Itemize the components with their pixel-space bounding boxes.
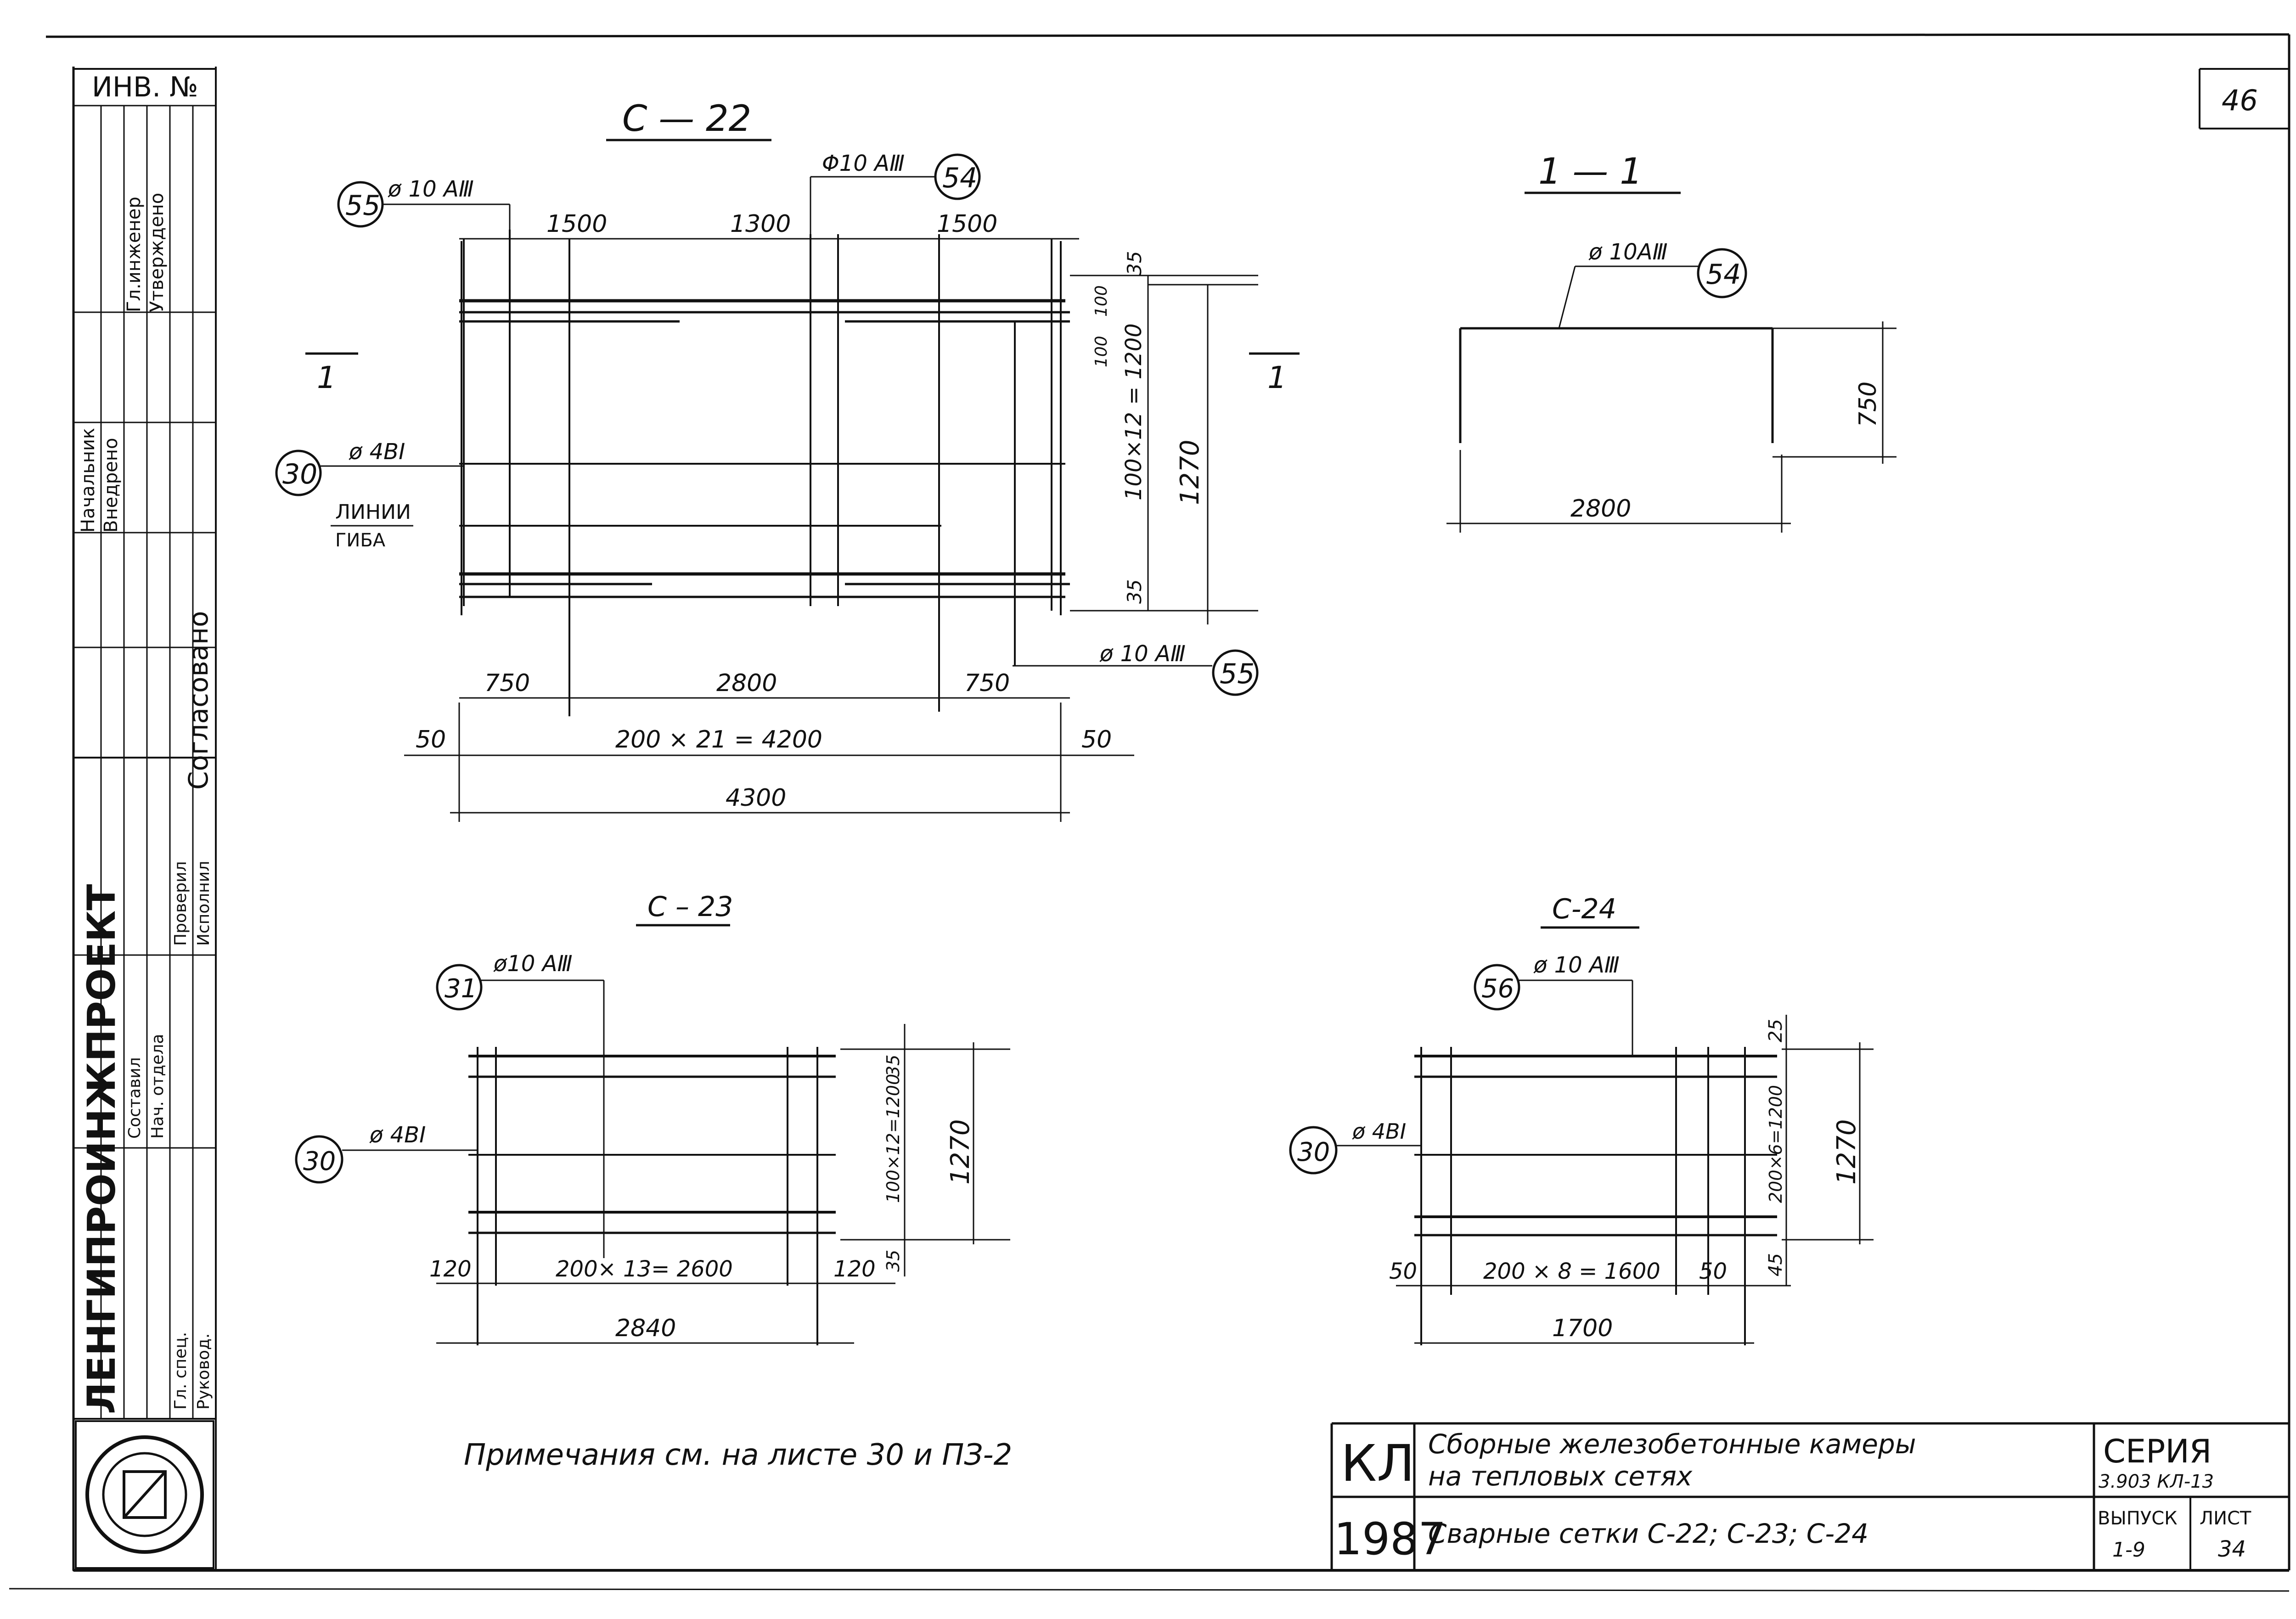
dim-bottom: 200× 13= 2600 (556, 1256, 733, 1282)
bar-label: ø 4ВⅠ (369, 1122, 426, 1148)
sheet-number-box: 46 (2199, 68, 2289, 129)
dim-right: 35 (883, 1250, 903, 1272)
series-value: 3.903 КЛ-13 (2099, 1471, 2214, 1492)
dim-right: 25 (1765, 1019, 1786, 1042)
dim-width: 2800 (1570, 495, 1631, 523)
sheet-label: ЛИСТ (2200, 1508, 2251, 1529)
dim-right-outer: 1270 (1175, 439, 1205, 505)
callout-number: 56 (1481, 974, 1514, 1004)
dim-total: 2840 (615, 1315, 676, 1342)
bar-label: ø 10АⅢ (1588, 239, 1668, 265)
approval-stamp: ИНВ. № Согласовано ЛЕНГИПРОИНЖПРОЕКТ Нач… (73, 68, 217, 1571)
callout-number: 54 (1706, 259, 1741, 291)
dim-bottom: 120 (833, 1256, 876, 1282)
dim-bottom: 50 (1389, 1259, 1417, 1284)
view-title: С-24 (1552, 893, 1616, 925)
title-year: 1987 (1334, 1513, 1446, 1565)
dim-right: 200×6=1200 (1766, 1085, 1786, 1203)
bar-label: ø 10 АⅢ (1099, 641, 1186, 667)
dim-bottom: 750 (964, 669, 1010, 697)
callout-number: 55 (1220, 658, 1255, 690)
dim-bottom: 50 (1699, 1259, 1727, 1284)
bar-label: ø 10 АⅢ (1533, 952, 1620, 978)
view-section-1-1: 1 — 1 54 ø 10АⅢ 750 2800 (1446, 151, 1896, 533)
dim-top: 1500 (546, 210, 607, 238)
callout-number: 30 (1297, 1137, 1330, 1167)
bar-label: Φ10 АⅢ (822, 151, 905, 176)
dim-bottom: 120 (429, 1256, 472, 1282)
dim-right: 100 (1092, 285, 1111, 317)
dim-bottom2: 50 (1081, 726, 1112, 753)
sheet-number: 46 (2222, 84, 2258, 117)
dim-right: 35 (1123, 579, 1146, 604)
stamp-cell: Утверждено (146, 193, 168, 312)
bend-line-label: ГИБА (335, 530, 386, 551)
callout-number: 30 (303, 1147, 336, 1176)
view-title: С — 22 (622, 98, 751, 140)
dim-right-outer: 1270 (945, 1119, 975, 1185)
issue-value: 1-9 (2112, 1538, 2145, 1562)
dim-height: 750 (1854, 382, 1882, 427)
callout-number: 31 (445, 974, 477, 1004)
callout-number: 30 (282, 458, 317, 490)
view-c24: С-24 56 ø 10 АⅢ 30 ø 4ВⅠ 25 200×6=1200 4… (1289, 893, 1874, 1345)
stamp-cell: Гл. спец. (171, 1332, 190, 1410)
bend-line-label: ЛИНИИ (335, 500, 411, 524)
dim-bottom2: 50 (416, 726, 446, 753)
section-mark-right: 1 (1267, 360, 1287, 395)
dim-total: 4300 (726, 784, 786, 812)
dim-right: 100×12 = 1200 (1121, 323, 1147, 500)
dim-bottom2: 200 × 21 = 4200 (615, 726, 822, 753)
stamp-cell: Составил (125, 1057, 144, 1139)
dim-right: 45 (1765, 1253, 1786, 1276)
dim-right: 100 (1092, 336, 1111, 367)
view-title: 1 — 1 (1538, 151, 1643, 192)
title-block: КЛ 1987 Сборные железобетонные камеры на… (1330, 1422, 2289, 1570)
series-label: СЕРИЯ (2103, 1433, 2212, 1470)
dim-right: 35 (1123, 251, 1146, 275)
title-subtitle: Сварные сетки С-22; С-23; С-24 (1428, 1518, 1868, 1549)
stamp-agreed: Согласовано (183, 611, 214, 790)
bar-label: ø10 АⅢ (493, 951, 573, 977)
bar-label: ø 10 АⅢ (388, 176, 474, 202)
view-title: С – 23 (647, 891, 733, 923)
sheet-value: 34 (2218, 1536, 2246, 1562)
bar-label: ø 4ВⅠ (349, 439, 405, 465)
stamp-company: ЛЕНГИПРОИНЖПРОЕКТ (79, 884, 124, 1414)
drawing-note: Примечания см. на листе 30 и ПЗ-2 (464, 1438, 1012, 1472)
dim-bottom: 750 (484, 669, 530, 697)
stamp-cell: Проверил (171, 861, 190, 946)
title-line-1: Сборные железобетонные камеры (1428, 1428, 1916, 1460)
bar-label: ø 4ВⅠ (1352, 1119, 1406, 1144)
callout-number: 55 (345, 190, 380, 222)
stamp-cell: Гл.инженер (124, 197, 145, 312)
title-line-2: на тепловых сетях (1428, 1461, 1693, 1492)
stamp-cell: Внедрено (101, 438, 122, 533)
dim-bottom: 200 × 8 = 1600 (1483, 1259, 1660, 1284)
sheet-frame (9, 33, 2290, 1592)
dim-right: 35 (883, 1055, 903, 1077)
issue-label: ВЫПУСК (2098, 1508, 2178, 1529)
dim-right-outer: 1270 (1832, 1119, 1862, 1185)
view-c23: С – 23 31 ø10 АⅢ 30 ø 4ВⅠ 35 100×12=1200… (295, 891, 1010, 1345)
stamp-cell: Нач. отдела (148, 1034, 167, 1139)
dim-bottom: 2800 (716, 669, 777, 697)
stamp-cell: Руковод. (194, 1333, 213, 1410)
section-mark-left: 1 (317, 360, 336, 395)
callout-number: 54 (942, 162, 977, 194)
dim-top: 1500 (937, 210, 997, 238)
dim-top: 1300 (730, 210, 791, 238)
stamp-cell: Начальник (78, 428, 99, 533)
stamp-header: ИНВ. № (92, 71, 198, 103)
dim-right: 100×12=1200 (883, 1074, 903, 1203)
stamp-cell: Исполнил (194, 861, 213, 946)
company-emblem (75, 1420, 214, 1569)
title-code: КЛ (1341, 1434, 1415, 1493)
dim-total: 1700 (1552, 1315, 1613, 1342)
view-c22: С — 22 55 ø 10 АⅢ 54 (275, 98, 1300, 822)
